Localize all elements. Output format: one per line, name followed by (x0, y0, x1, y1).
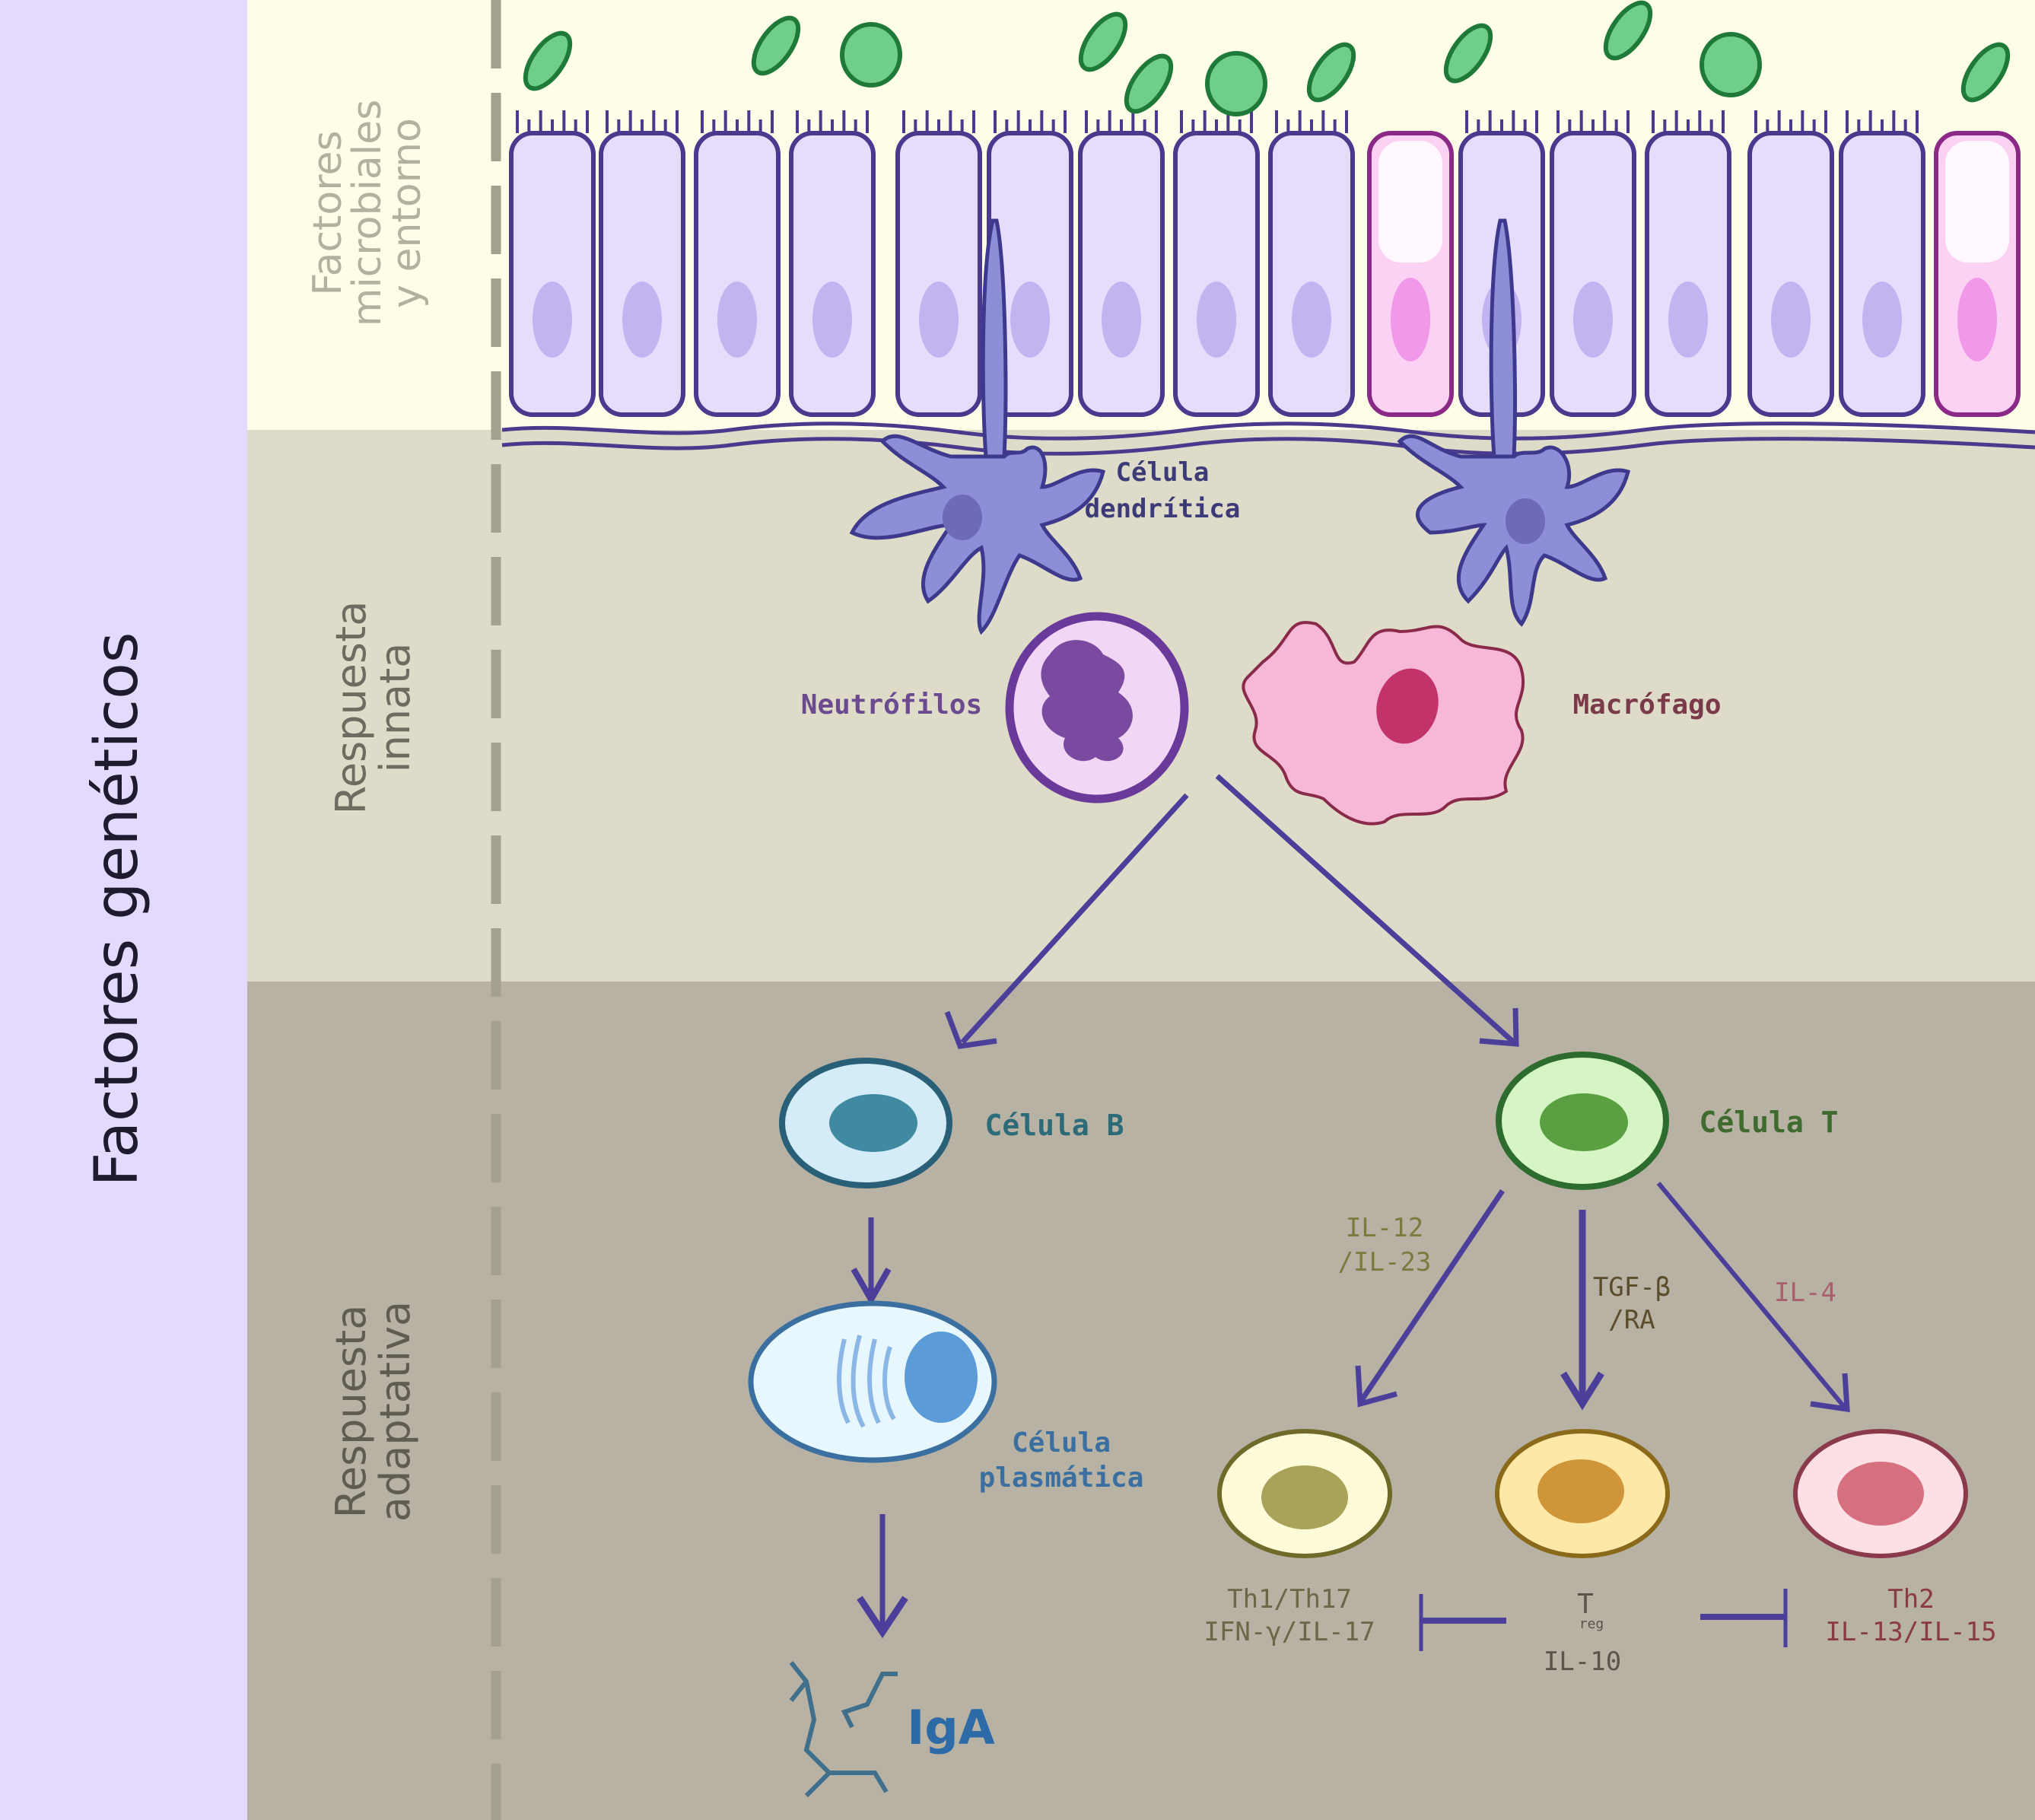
arrow-t-to-th1 (1359, 1189, 1505, 1402)
treg-label-main: T (1577, 1589, 1594, 1620)
arrowhead-t-cell (1479, 1007, 1519, 1047)
dendritic-cell-label: Célula dendrítica (1085, 457, 1241, 524)
dendritic-cell-1 (849, 218, 1105, 635)
treg-inhibits-th1 (1419, 1594, 1506, 1651)
microbial-label-line-2: microbiales (345, 100, 390, 327)
plasma-cell-label: Célula plasmática (979, 1427, 1144, 1494)
epithelial-cell (895, 110, 982, 417)
iga-label: IgA (907, 1700, 994, 1755)
dendritic-cell-1-nucleus (943, 495, 982, 540)
arrow-innate-to-t-cell (1215, 774, 1516, 1045)
arrowhead-treg (1560, 1371, 1604, 1411)
plasma-cell (748, 1300, 997, 1463)
adaptive-label-line-1: Respuesta (327, 1305, 375, 1519)
rod-bacterium-icon (751, 15, 801, 76)
cytokine-tgfb-ra: TGF-β /RA (1593, 1272, 1671, 1335)
th1-th17-line-2: IFN-γ/IL-17 (1204, 1617, 1375, 1647)
dendritic-cell-2-nucleus (1506, 498, 1545, 544)
rod-bacterium-icon (1078, 11, 1128, 72)
th1-th17-label: Th1/Th17 IFN-γ/IL-17 (1204, 1584, 1375, 1647)
arrowhead-b-cell (944, 1010, 997, 1049)
coccus-bacterium-icon (1205, 51, 1267, 116)
rod-bacterium-icon (1960, 42, 2011, 103)
epithelial-cell (1078, 110, 1165, 417)
arrowhead-plasma (851, 1268, 892, 1306)
th2-cell (1793, 1429, 1968, 1558)
rod-bacterium-icon (1124, 53, 1174, 114)
b-cell-label: Célula B (984, 1109, 1124, 1142)
epithelial-cell (1839, 110, 1925, 417)
coccus-bacterium-icon (1700, 32, 1762, 97)
dendritic-label-line-1: Célula (1116, 457, 1210, 488)
treg-cell (1495, 1429, 1670, 1558)
rod-bacterium-icon (1443, 23, 1493, 84)
arrow-innate-to-b-cell (960, 793, 1189, 1045)
tgfb-label: TGF-β (1593, 1272, 1671, 1303)
adaptive-section-label: Respuesta adaptativa (327, 1301, 419, 1522)
macrophage-label: Macrófago (1572, 689, 1721, 721)
microbial-label-line-3: y entorno (384, 118, 430, 308)
il12-label: IL-12 (1346, 1213, 1423, 1243)
th1-th17-cell (1217, 1429, 1392, 1558)
t-cell (1496, 1052, 1669, 1190)
microbial-label-line-1: Factores (305, 130, 351, 295)
adaptive-section-bg (247, 982, 2035, 1820)
basement-membrane (501, 422, 2035, 456)
epithelial-cell (1550, 110, 1636, 417)
epithelial-cell (789, 110, 876, 417)
epithelial-cell (1747, 110, 1834, 417)
goblet-cell (1367, 131, 1454, 417)
arrowhead-th1 (1355, 1365, 1397, 1408)
dendritic-cell-2 (1397, 218, 1630, 627)
t-cell-label: Célula T (1699, 1106, 1838, 1139)
treg-label-cytokine: IL-10 (1544, 1647, 1621, 1677)
il23-label: /IL-23 (1338, 1247, 1432, 1278)
microbes-layer (523, 0, 2011, 116)
arrow-t-to-th2 (1656, 1182, 1847, 1409)
neutrophil-cell (1005, 612, 1189, 803)
rod-bacterium-icon (1306, 42, 1356, 103)
innate-label-line-1: Respuesta (327, 601, 375, 815)
plasma-label-line-1: Célula (1012, 1427, 1111, 1459)
epithelial-cell (509, 110, 596, 417)
rod-bacterium-icon (523, 30, 573, 91)
th2-line-2: IL-13/IL-15 (1825, 1617, 1996, 1647)
genetic-factors-band: Factores genéticos (0, 0, 247, 1820)
b-cell (779, 1058, 952, 1188)
epithelial-cell (1645, 110, 1731, 417)
cytokine-il4: IL-4 (1774, 1278, 1836, 1308)
microbial-section-label: Factores microbiales y entorno (305, 100, 430, 327)
epithelial-cell (694, 110, 781, 417)
adaptive-label-line-2: adaptativa (371, 1301, 419, 1522)
rod-bacterium-icon (1603, 0, 1653, 61)
th1-th17-line-1: Th1/Th17 (1227, 1584, 1352, 1615)
iga-antibody-icon (789, 1661, 898, 1798)
th2-label: Th2 IL-13/IL-15 (1825, 1584, 1996, 1647)
innate-section-label: Respuesta innata (327, 601, 419, 815)
neutrophils-label: Neutrófilos (801, 689, 982, 721)
treg-label: T reg IL-10 (1544, 1589, 1621, 1677)
goblet-cell (1934, 131, 2021, 417)
plasma-label-line-2: plasmática (979, 1462, 1144, 1494)
epithelial-cell (1268, 110, 1355, 417)
macrophage-cell (1242, 621, 1525, 826)
genetic-factors-label: Factores genéticos (83, 632, 151, 1187)
ra-label: /RA (1608, 1305, 1655, 1335)
th2-line-1: Th2 (1887, 1584, 1934, 1615)
innate-label-line-2: innata (371, 643, 419, 773)
arrowhead-iga (857, 1596, 908, 1639)
epithelial-cell (1173, 110, 1260, 417)
epithelial-cell (599, 110, 685, 417)
epithelial-cell (987, 110, 1073, 417)
cytokine-il12-il23: IL-12 /IL-23 (1338, 1213, 1432, 1278)
arrowhead-th2 (1810, 1373, 1850, 1413)
dendritic-label-line-2: dendrítica (1085, 494, 1241, 524)
treg-label-sub: reg (1579, 1616, 1604, 1632)
coccus-bacterium-icon (840, 22, 902, 88)
treg-inhibits-th2 (1700, 1589, 1788, 1647)
